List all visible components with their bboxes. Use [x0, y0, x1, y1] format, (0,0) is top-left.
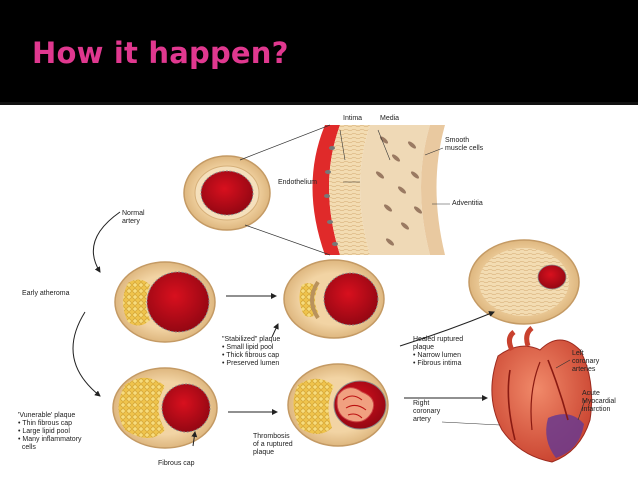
wall-section-illustration: [312, 125, 445, 255]
title-divider: [0, 102, 638, 105]
label-right-coronary-artery: Right coronary artery: [413, 400, 441, 423]
label-stabilized-plaque: "Stabilized" plaque • Small lipid pool •…: [222, 336, 281, 367]
slide-title: How it happen?: [32, 36, 289, 70]
label-thrombosis: Thrombosis of a ruptured plaque: [253, 433, 293, 456]
label-left-coronary-arteries: Left coronary arteries: [572, 350, 600, 373]
label-acute-myocardial-infarction: Acute Myocardial infarction: [582, 390, 616, 413]
thrombosis-illustration: [287, 363, 389, 447]
stabilized-plaque-illustration: [283, 259, 385, 339]
label-adventitia: Adventitia: [452, 200, 483, 207]
leader-lines: [339, 129, 586, 426]
label-normal-artery: Normal artery: [122, 210, 145, 225]
healed-plaque-illustration: [468, 239, 580, 325]
label-healed-plaque: Healed ruptured plaque • Narrow lumen • …: [413, 336, 464, 367]
normal-artery-illustration: [183, 124, 331, 256]
vulnerable-plaque-illustration: [112, 367, 218, 449]
early-atheroma-illustration: [114, 261, 216, 343]
heart-illustration: [491, 326, 593, 463]
title-bar: How it happen?: [0, 0, 638, 102]
flow-arrows: [72, 211, 495, 447]
label-endothelium: Endothelium: [278, 179, 317, 186]
label-intima: Intima: [343, 115, 363, 122]
label-fibrous-cap: Fibrous cap: [158, 460, 195, 467]
label-early-atheroma: Early atheroma: [22, 290, 70, 297]
label-smooth-muscle-cells: Smooth muscle cells: [445, 137, 484, 152]
label-vulnerable-plaque: 'Vunerable' plaque • Thin fibrous cap • …: [18, 412, 82, 451]
label-media: Media: [380, 115, 400, 122]
